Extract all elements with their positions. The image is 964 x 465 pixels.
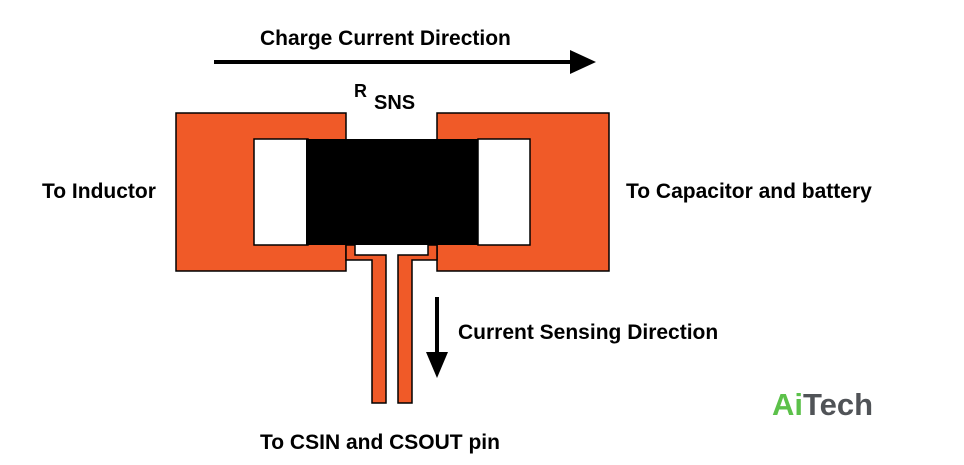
to-inductor-label: To Inductor (42, 180, 156, 203)
to-capacitor-label: To Capacitor and battery (626, 180, 872, 203)
sensing-direction-label: Current Sensing Direction (458, 321, 719, 344)
sensing-direction-arrow (426, 297, 448, 378)
charge-direction-arrow (214, 50, 596, 74)
logo-part-ai: Ai (772, 387, 803, 422)
left-sense-trace (345, 244, 387, 404)
resistor-left-terminal (253, 138, 309, 246)
right-sense-trace (397, 244, 438, 404)
kelvin-sense-traces (345, 244, 438, 404)
logo-part-tech: Tech (803, 387, 874, 422)
rsns-label-r: R (354, 81, 367, 101)
rsns-label-subscript: SNS (374, 92, 416, 114)
aitech-logo: AiTech (772, 389, 873, 420)
resistor-right-terminal (477, 138, 531, 246)
to-pins-label: To CSIN and CSOUT pin (260, 431, 500, 454)
resistor-body (306, 139, 478, 245)
charge-direction-label: Charge Current Direction (260, 27, 511, 50)
